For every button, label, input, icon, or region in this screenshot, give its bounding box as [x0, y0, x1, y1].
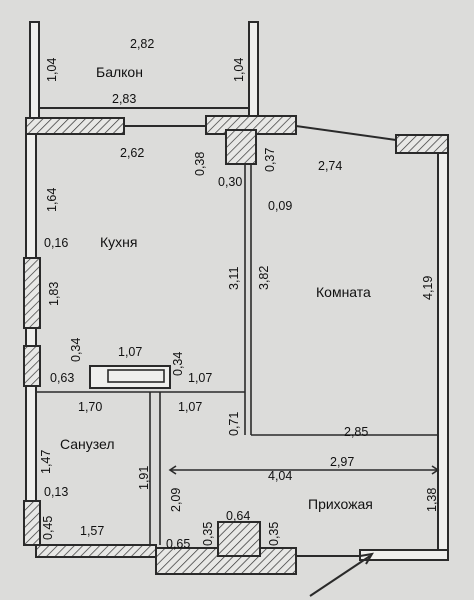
- dim-col-009: 0,09: [268, 199, 292, 213]
- dim-hall-035a: 0,35: [201, 522, 215, 546]
- dim-kitchen-left: 1,64: [45, 188, 59, 212]
- dim-bath-147: 1,47: [39, 450, 53, 474]
- dim-kitchen-183: 1,83: [47, 282, 61, 306]
- bathroom-walls: [36, 391, 245, 545]
- dim-col-038: 0,38: [193, 152, 207, 176]
- dim-hall-138: 1,38: [425, 488, 439, 512]
- dim-room-285: 2,85: [344, 425, 368, 439]
- dim-kitchen-top: 2,62: [120, 146, 144, 160]
- dim-bath-191: 1,91: [137, 466, 151, 490]
- dim-bath-170: 1,70: [78, 400, 102, 414]
- dim-room-382: 3,82: [257, 266, 271, 290]
- dim-hall-297: 2,97: [330, 455, 354, 469]
- room-label-balcony: Балкон: [96, 64, 143, 80]
- dim-balcony-right: 1,04: [232, 58, 246, 82]
- dim-kitchen-311: 3,11: [227, 267, 241, 290]
- dim-vent-034a: 0,34: [69, 338, 83, 362]
- dim-vent-034b: 0,34: [171, 352, 185, 376]
- bottom-wall: [35, 544, 449, 575]
- right-exterior-wall: [437, 152, 449, 554]
- dim-room-419: 4,19: [421, 276, 435, 300]
- room-label-bathroom: Санузел: [60, 436, 115, 452]
- room-label-kitchen: Кухня: [100, 234, 137, 250]
- dim-kitchen-107b: 1,07: [188, 371, 212, 385]
- dim-col-037: 0,37: [263, 148, 277, 172]
- entrance-door: [309, 552, 374, 597]
- central-column: [225, 129, 257, 165]
- dim-balcony-bottom: 2,83: [112, 92, 136, 106]
- dim-kitchen-016: 0,16: [44, 236, 68, 250]
- dim-col-030: 0,30: [218, 175, 242, 189]
- dim-room-top: 2,74: [318, 159, 342, 173]
- dim-hall-404: 4,04: [268, 469, 292, 483]
- dim-balcony-left: 1,04: [45, 58, 59, 82]
- dim-hall-107: 1,07: [178, 400, 202, 414]
- dim-hall-209: 2,09: [169, 488, 183, 512]
- left-exterior-wall: [23, 133, 41, 546]
- dim-hall-064: 0,64: [226, 509, 250, 523]
- dim-hall-071: 0,71: [227, 412, 241, 436]
- bottom-shaft: [217, 521, 261, 557]
- dim-hall-065: 0,65: [166, 537, 190, 551]
- dim-vent-107: 1,07: [118, 345, 142, 359]
- kitchen-room-partition: [244, 165, 438, 436]
- dim-kitchen-063: 0,63: [50, 371, 74, 385]
- dim-bath-157: 1,57: [80, 524, 104, 538]
- dim-hall-035b: 0,35: [267, 522, 281, 546]
- dim-bath-045: 0,45: [41, 516, 55, 540]
- dim-bath-013: 0,13: [44, 485, 68, 499]
- hallway-dimension-line: [168, 465, 440, 475]
- ventilation-shaft: [89, 365, 171, 389]
- room-label-hallway: Прихожая: [308, 496, 373, 512]
- room-label-room: Комната: [316, 284, 371, 300]
- dim-balcony-top: 2,82: [130, 37, 154, 51]
